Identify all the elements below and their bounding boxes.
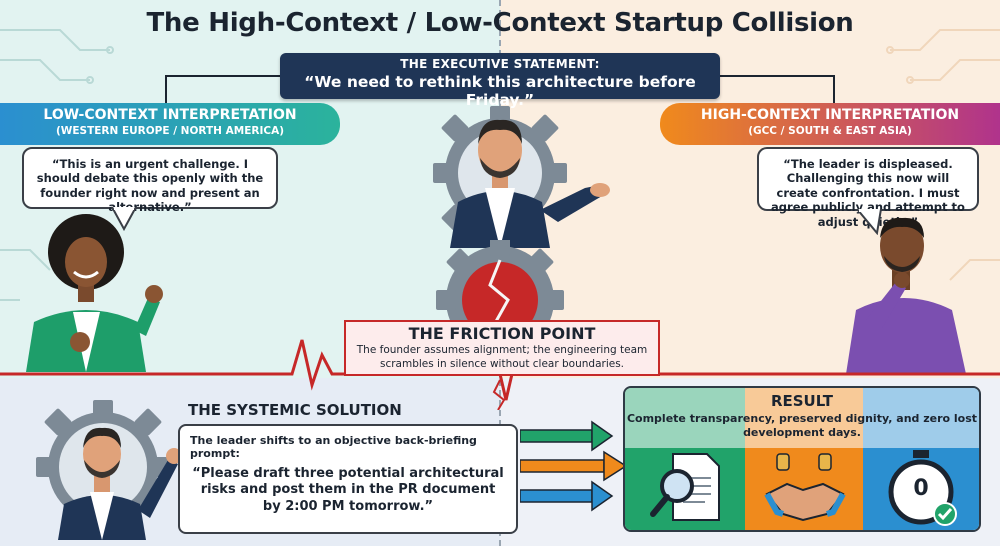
stopwatch-value: 0 bbox=[913, 476, 929, 501]
result-title: RESULT bbox=[770, 392, 834, 410]
connector-right-horizontal bbox=[720, 75, 835, 77]
high-bubble-tail bbox=[856, 209, 882, 235]
low-context-region: (WESTERN EUROPE / NORTH AMERICA) bbox=[55, 125, 284, 137]
solution-leader-avatar bbox=[58, 427, 182, 540]
systemic-solution-intro: The leader shifts to an objective back-b… bbox=[190, 434, 477, 460]
low-context-person-avatar bbox=[26, 214, 163, 372]
systemic-solution-box: The leader shifts to an objective back-b… bbox=[178, 424, 518, 534]
arrow-green-icon bbox=[520, 420, 614, 452]
connector-left-vertical bbox=[165, 75, 167, 103]
result-header-backdrop bbox=[625, 388, 979, 448]
low-context-banner: LOW-CONTEXT INTERPRETATION (WESTERN EURO… bbox=[0, 103, 340, 145]
connector-left-horizontal bbox=[165, 75, 280, 77]
executive-avatar bbox=[450, 119, 610, 248]
high-context-region: (GCC / SOUTH & EAST ASIA) bbox=[748, 125, 912, 137]
high-context-title: HIGH-CONTEXT INTERPRETATION bbox=[700, 107, 960, 123]
low-context-speech-bubble: “This is an urgent challenge. I should d… bbox=[22, 147, 278, 214]
friction-point-title: THE FRICTION POINT bbox=[408, 324, 596, 343]
infographic-title: The High-Context / Low-Context Startup C… bbox=[146, 8, 854, 38]
high-context-banner: HIGH-CONTEXT INTERPRETATION (GCC / SOUTH… bbox=[660, 103, 1000, 145]
result-panel: RESULT Complete transparency, preserved … bbox=[623, 386, 981, 532]
solution-arrows bbox=[520, 420, 628, 512]
handshake-icon bbox=[764, 453, 846, 522]
executive-statement-label: THE EXECUTIVE STATEMENT: bbox=[400, 57, 600, 71]
low-bubble-tail bbox=[111, 207, 137, 231]
arrow-orange-icon bbox=[520, 450, 628, 482]
systemic-solution-title: THE SYSTEMIC SOLUTION bbox=[188, 401, 402, 419]
high-context-person-avatar bbox=[846, 217, 966, 374]
executive-statement-quote: “We need to rethink this architecture be… bbox=[304, 73, 696, 109]
connector-right-vertical bbox=[833, 75, 835, 103]
high-context-speech-bubble: “The leader is displeased. Challenging t… bbox=[757, 147, 979, 229]
result-text: Complete transparency, preserved dignity… bbox=[626, 412, 978, 440]
friction-point-box: THE FRICTION POINT The founder assumes a… bbox=[344, 320, 660, 376]
executive-statement-box: THE EXECUTIVE STATEMENT: “We need to ret… bbox=[280, 53, 720, 109]
systemic-solution-quote: “Please draft three potential architectu… bbox=[192, 466, 504, 514]
document-magnifier-icon bbox=[650, 453, 720, 521]
circuit-decoration bbox=[0, 29, 1000, 301]
low-context-title: LOW-CONTEXT INTERPRETATION bbox=[43, 107, 297, 123]
stopwatch-icon bbox=[888, 450, 957, 526]
result-header: RESULT Complete transparency, preserved … bbox=[625, 388, 979, 448]
friction-point-text: The founder assumes alignment; the engin… bbox=[356, 344, 648, 370]
arrow-blue-icon bbox=[520, 480, 614, 512]
